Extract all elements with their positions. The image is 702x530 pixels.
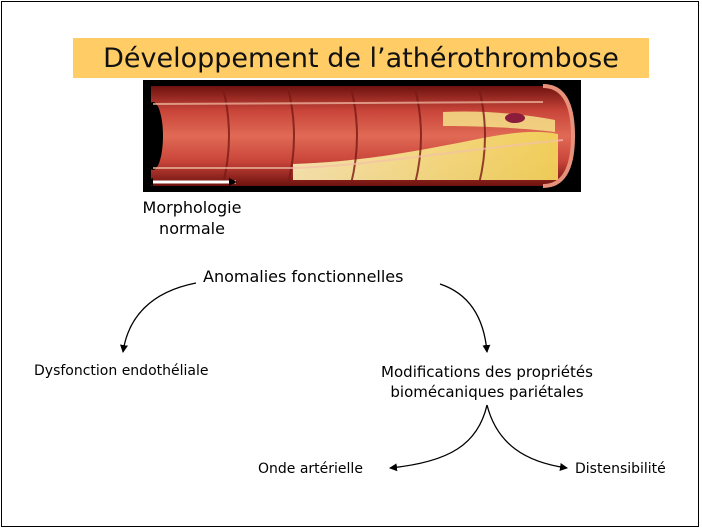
distensibility-label: Distensibilité <box>575 460 666 478</box>
arterial-wave-label: Onde artérielle <box>258 460 363 478</box>
caption-line-1: Morphologie <box>132 197 252 218</box>
arrow-to-arterial-wave <box>390 405 487 468</box>
normal-morphology-caption: Morphologie normale <box>132 197 252 239</box>
functional-anomalies-label: Anomalies fonctionnelles <box>203 268 403 286</box>
arrow-to-distensibility <box>487 405 567 468</box>
biomechanical-line-1: Modifications des propriétés <box>368 362 606 382</box>
caption-line-2: normale <box>132 218 252 239</box>
biomechanical-properties-label: Modifications des propriétés biomécaniqu… <box>368 362 606 402</box>
biomechanical-line-2: biomécaniques pariétales <box>368 382 606 402</box>
arrow-to-endothelial-dysfunction <box>123 283 196 352</box>
endothelial-dysfunction-label: Dysfonction endothéliale <box>34 362 208 380</box>
arrow-to-biomechanical-changes <box>440 284 487 352</box>
